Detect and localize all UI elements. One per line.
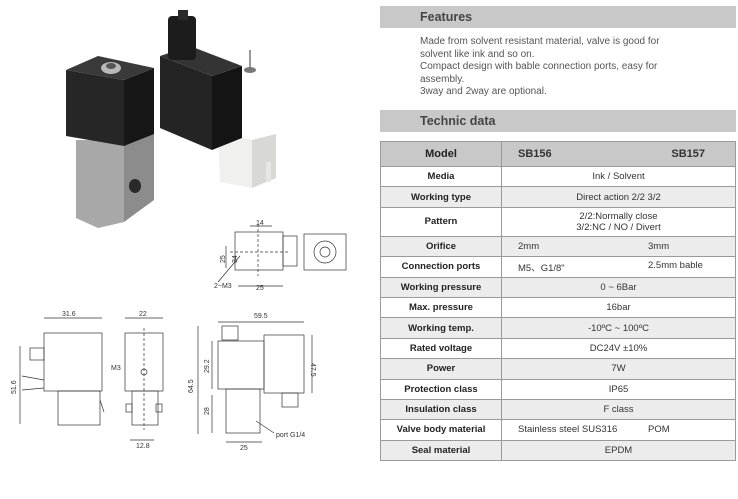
technic-title: Technic data: [420, 114, 496, 128]
dim-51-6: 51.6: [11, 380, 18, 394]
table-row: Working pressure 0 ~ 6Bar: [380, 276, 736, 298]
row-value: 16bar: [501, 296, 736, 319]
dim-34: 34: [232, 255, 239, 263]
row-value: Ink / Solvent: [501, 165, 736, 188]
right-view-drawing: [197, 321, 313, 443]
dim-2-m3: 2−M3: [214, 283, 232, 290]
row-label: Protection class: [380, 378, 502, 400]
table-row: Power 7W: [380, 358, 736, 380]
dim-25-h: 25: [256, 285, 264, 292]
valve-photo-steel: [66, 56, 154, 228]
row-label: Working temp.: [380, 317, 502, 339]
row-value: F class: [501, 398, 736, 421]
dim-m3: M3: [111, 365, 121, 372]
row-label: Working type: [380, 186, 502, 208]
pattern-line: 3/2:NC / NO / Divert: [576, 221, 661, 233]
table-row: Working type Direct action 2/2 3/2: [380, 186, 736, 208]
table-row: Insulation class F class: [380, 398, 736, 421]
dim-28: 28: [204, 407, 211, 415]
top-view-drawing: [217, 224, 347, 287]
table-header-row: Model SB156 SB157: [380, 141, 736, 167]
row-label: Rated voltage: [380, 337, 502, 360]
table-row: Protection class IP65: [380, 378, 736, 400]
dim-25-bottom: 25: [240, 445, 248, 452]
dim-64-5: 64.5: [188, 379, 195, 393]
row-value: DC24V ±10%: [501, 337, 736, 360]
dim-29-2: 29.2: [204, 359, 211, 373]
row-value: -10ºC ~ 100ºC: [501, 317, 736, 339]
value-sb156: M5、G1/8": [518, 262, 565, 274]
table-row: Pattern 2/2:Normally close 3/2:NC / NO /…: [380, 206, 736, 237]
row-label: Pattern: [380, 206, 502, 237]
row-label: Connection ports: [380, 256, 502, 278]
value-sb156: Stainless steel SUS316: [518, 424, 618, 436]
value-sb157: 3mm: [648, 240, 670, 252]
table-row: Max. pressure 16bar: [380, 296, 736, 319]
feature-line: solvent like ink and so on.: [420, 48, 535, 60]
header-models: SB156 SB157: [501, 141, 736, 167]
valve-photo-pom: [160, 10, 276, 188]
row-value: EPDM: [501, 439, 736, 462]
row-value: IP65: [501, 378, 736, 400]
table-row: Valve body material Stainless steel SUS3…: [380, 419, 736, 441]
table-row: Seal material EPDM: [380, 439, 736, 462]
row-label: Max. pressure: [380, 296, 502, 319]
value-sb157: 2.5mm bable: [648, 259, 703, 271]
value-sb157: POM: [648, 424, 670, 436]
dim-22: 22: [139, 311, 147, 318]
product-drawing-svg: 14 25 25 34 2−M3 31.6 51.6 2: [11, 10, 347, 452]
dim-47-5: 47.5: [309, 363, 316, 377]
value-sb156: 2mm: [518, 240, 540, 252]
feature-line: assembly.: [420, 73, 465, 85]
row-value: 7W: [501, 358, 736, 380]
row-value: Stainless steel SUS316 POM: [501, 419, 736, 441]
model-sb157: SB157: [671, 148, 705, 160]
feature-line: 3way and 2way are optional.: [420, 86, 547, 97]
row-label: Orifice: [380, 235, 502, 258]
row-value: Direct action 2/2 3/2: [501, 186, 736, 208]
row-label: Seal material: [380, 439, 502, 462]
row-value: M5、G1/8" 2.5mm bable: [501, 256, 736, 278]
row-value: 2/2:Normally close 3/2:NC / NO / Divert: [501, 206, 736, 237]
feature-line: Compact design with bable connection por…: [420, 61, 658, 72]
dim-59-5: 59.5: [254, 313, 268, 320]
dim-31-6: 31.6: [62, 311, 76, 318]
table-row: Connection ports M5、G1/8" 2.5mm bable: [380, 256, 736, 278]
table-row: Orifice 2mm 3mm: [380, 235, 736, 258]
table-row: Working temp. -10ºC ~ 100ºC: [380, 317, 736, 339]
feature-line: Made from solvent resistant material, va…: [420, 36, 660, 47]
technic-heading: Technic data: [380, 110, 736, 132]
technic-data-table: Model SB156 SB157 Media Ink / Solvent Wo…: [380, 141, 736, 462]
features-title: Features: [420, 10, 473, 24]
row-label: Power: [380, 358, 502, 380]
pattern-line: 2/2:Normally close: [579, 210, 658, 222]
features-heading: Features: [380, 6, 736, 28]
row-label: Working pressure: [380, 276, 502, 298]
front-view-drawing: [19, 317, 105, 426]
model-sb156: SB156: [518, 148, 552, 160]
dim-14: 14: [256, 220, 264, 227]
row-label: Insulation class: [380, 398, 502, 421]
header-label: Model: [380, 141, 502, 167]
dim-25-v: 25: [220, 255, 227, 263]
row-value: 2mm 3mm: [501, 235, 736, 258]
row-value: 0 ~ 6Bar: [501, 276, 736, 298]
row-label: Media: [380, 165, 502, 188]
side-view-drawing: [124, 317, 164, 441]
port-label: port G1/4: [276, 432, 305, 439]
table-row: Rated voltage DC24V ±10%: [380, 337, 736, 360]
product-illustrations: 14 25 25 34 2−M3 31.6 51.6 2: [11, 10, 347, 452]
features-text: Made from solvent resistant material, va…: [420, 36, 720, 99]
table-row: Media Ink / Solvent: [380, 165, 736, 188]
row-label: Valve body material: [380, 419, 502, 441]
dim-12-8: 12.8: [136, 443, 150, 450]
spec-panel: Features Made from solvent resistant mat…: [380, 0, 736, 494]
